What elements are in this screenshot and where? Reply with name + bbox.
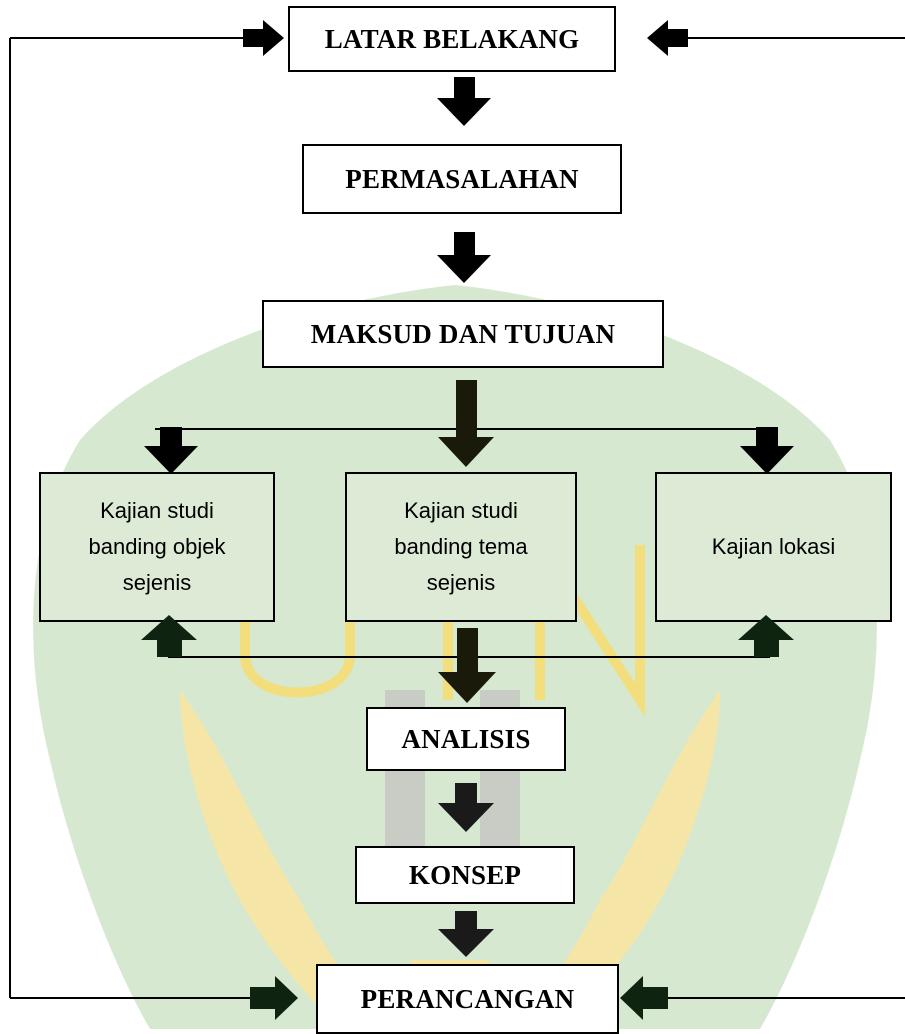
node-kajian-objek-sejenis: Kajian studi banding objek sejenis xyxy=(39,472,275,622)
node-analisis: ANALISIS xyxy=(366,707,566,771)
node-latar-belakang-label: LATAR BELAKANG xyxy=(324,23,580,54)
node-latar-belakang: LATAR BELAKANG xyxy=(288,6,616,72)
watermark-crest-shape xyxy=(33,285,877,1029)
node-kajian-lokasi-label: Kajian lokasi xyxy=(711,534,836,559)
node-analisis-label: ANALISIS xyxy=(401,723,531,754)
node-kajian-tema-label: Kajian studi banding tema sejenis xyxy=(394,498,528,595)
watermark-letter-n xyxy=(535,528,645,717)
node-konsep-label: KONSEP xyxy=(408,859,522,890)
watermark-flame-left xyxy=(180,690,395,1029)
node-kajian-lokasi: Kajian lokasi xyxy=(655,472,892,622)
node-maksud-dan-tujuan: MAKSUD DAN TUJUAN xyxy=(262,300,664,368)
node-perancangan: PERANCANGAN xyxy=(316,964,619,1034)
node-permasalahan-label: PERMASALAHAN xyxy=(345,163,579,194)
watermark-flame-right xyxy=(505,690,720,1029)
node-maksud-dan-tujuan-label: MAKSUD DAN TUJUAN xyxy=(310,318,616,349)
node-kajian-objek-label: Kajian studi banding objek sejenis xyxy=(88,498,226,595)
watermark-letter-u xyxy=(240,545,355,698)
node-konsep: KONSEP xyxy=(355,846,575,904)
node-permasalahan: PERMASALAHAN xyxy=(302,144,622,214)
node-kajian-tema-sejenis: Kajian studi banding tema sejenis xyxy=(345,472,577,622)
node-perancangan-label: PERANCANGAN xyxy=(360,983,575,1014)
